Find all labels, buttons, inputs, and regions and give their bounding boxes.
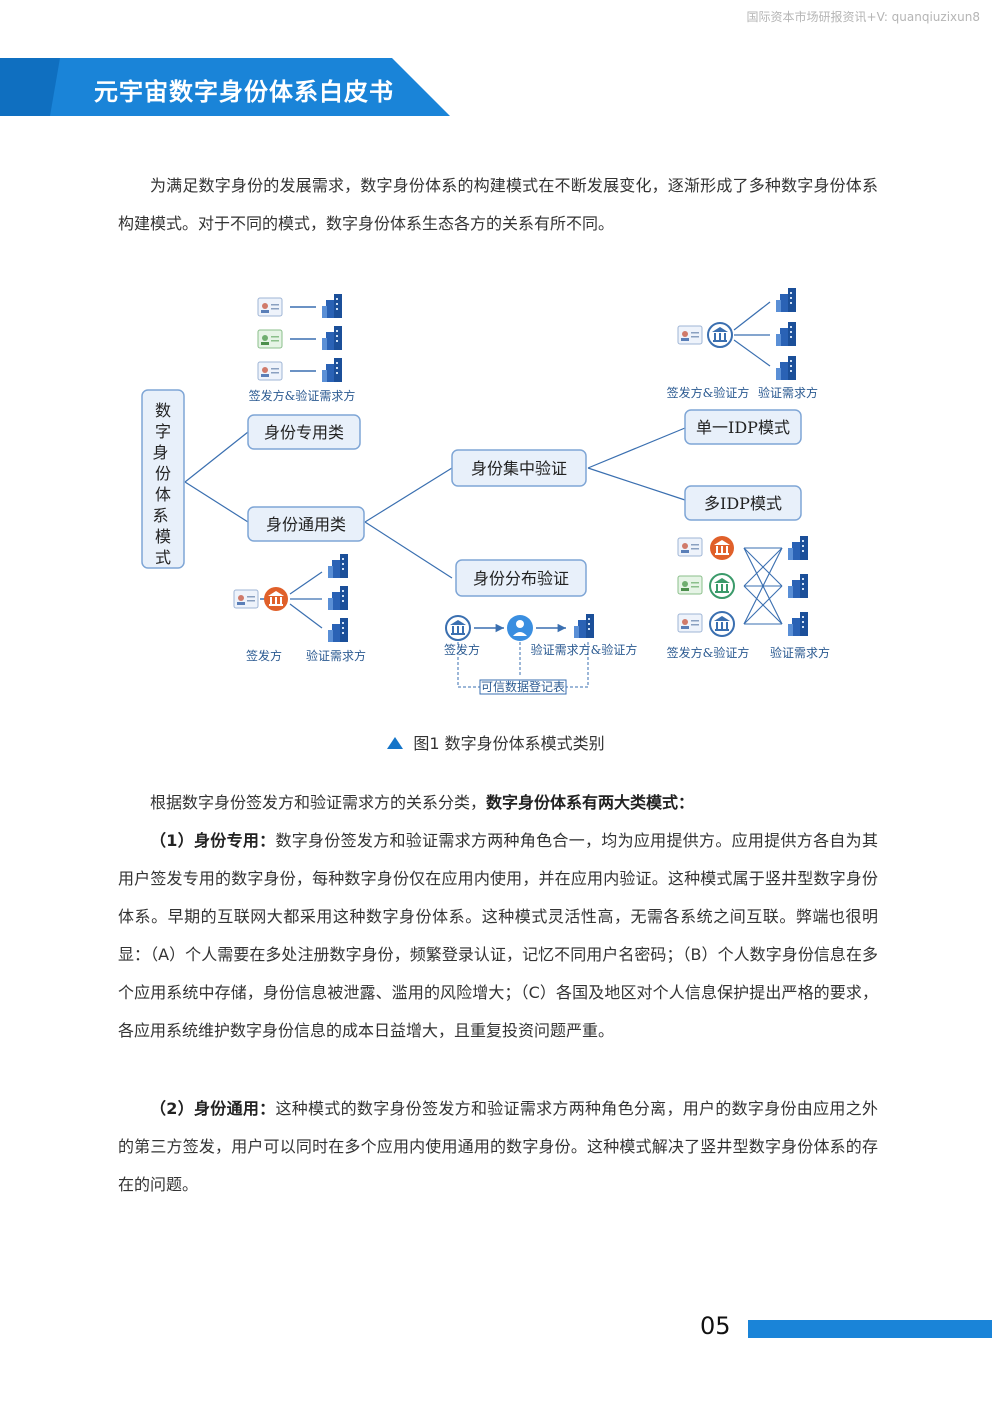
- label-ledger: 可信数据登记表: [481, 679, 565, 694]
- single-idp-icons: [677, 288, 796, 380]
- label-verify-req-top: 验证需求方: [758, 385, 818, 400]
- multi-idp-icons: [677, 536, 808, 637]
- node-distributed-label: 身份分布验证: [473, 569, 569, 588]
- page-number: 05: [700, 1312, 731, 1340]
- intro-paragraph: 为满足数字身份的发展需求，数字身份体系的构建模式在不断发展变化，逐渐形成了多种数…: [118, 176, 878, 233]
- p3-text: 这种模式的数字身份签发方和验证需求方两种角色分离，用户的数字身份由应用之外的第三…: [118, 1099, 878, 1194]
- node-general: 身份通用类: [247, 506, 365, 542]
- page-bar: [748, 1320, 992, 1338]
- p3-bold: （2）身份通用：: [150, 1099, 276, 1118]
- p1-bold: 数字身份体系有两大类模式：: [486, 793, 695, 812]
- page-title: 元宇宙数字身份体系白皮书: [94, 78, 394, 106]
- node-centralized: 身份集中验证: [451, 449, 587, 487]
- mode-diagram: 数字身 份体系 模式 身份专用类 身份通用类 身份集中验证 身份分布验证 单一I…: [130, 282, 850, 702]
- figure-caption-text: 图1 数字身份体系模式类别: [413, 734, 605, 753]
- general-paragraph: （2）身份通用：这种模式的数字身份签发方和验证需求方两种角色分离，用户的数字身份…: [118, 1090, 878, 1204]
- distributed-flow: [445, 614, 594, 695]
- p1-lead: 根据数字身份签发方和验证需求方的关系分类，: [150, 793, 487, 812]
- node-dedicated-label: 身份专用类: [264, 423, 344, 442]
- watermark: 国际资本市场研报资讯+V: quanqiuzixun8: [746, 10, 980, 24]
- node-dedicated: 身份专用类: [247, 414, 361, 450]
- node-root: 数字身 份体系 模式: [141, 389, 185, 569]
- label-issuer-verifier-top: 签发方&验证方: [667, 385, 750, 400]
- node-single-idp-label: 单一IDP模式: [696, 418, 790, 437]
- dedicated-paragraph: （1）身份专用：数字身份签发方和验证需求方两种角色合一，均为应用提供方。应用提供…: [118, 822, 878, 1050]
- label-verify-req-and-verifier: 验证需求方&验证方: [531, 642, 638, 657]
- label-issuer-verifier-bottom: 签发方&验证方: [667, 645, 750, 660]
- classification-paragraph: 根据数字身份签发方和验证需求方的关系分类，数字身份体系有两大类模式：: [118, 784, 878, 822]
- dedicated-icons: [257, 294, 342, 382]
- node-single-idp: 单一IDP模式: [684, 409, 802, 445]
- label-issuer-left: 签发方: [246, 648, 282, 663]
- node-multi-idp: 多IDP模式: [684, 485, 802, 521]
- p2-bold: （1）身份专用：: [150, 831, 276, 850]
- node-centralized-label: 身份集中验证: [471, 459, 567, 478]
- p2-text: 数字身份签发方和验证需求方两种角色合一，均为应用提供方。应用提供方各自为其用户签…: [118, 831, 878, 1040]
- node-general-label: 身份通用类: [266, 515, 346, 534]
- label-verify-req-left: 验证需求方: [306, 648, 366, 663]
- node-distributed: 身份分布验证: [455, 559, 587, 597]
- general-icons: [233, 554, 348, 642]
- node-multi-idp-label: 多IDP模式: [704, 494, 782, 513]
- label-issuer-verifier-req: 签发方&验证需求方: [249, 388, 356, 403]
- label-issuer-flow: 签发方: [444, 642, 480, 657]
- triangle-icon: [387, 736, 404, 749]
- label-verify-req-bottom: 验证需求方: [770, 645, 830, 660]
- connector-lines: [184, 427, 686, 579]
- svg-text:数字身 份体系 模式: 数字身 份体系 模式: [152, 401, 173, 567]
- figure-caption: 图1 数字身份体系模式类别: [0, 730, 992, 754]
- title-banner: [0, 58, 450, 116]
